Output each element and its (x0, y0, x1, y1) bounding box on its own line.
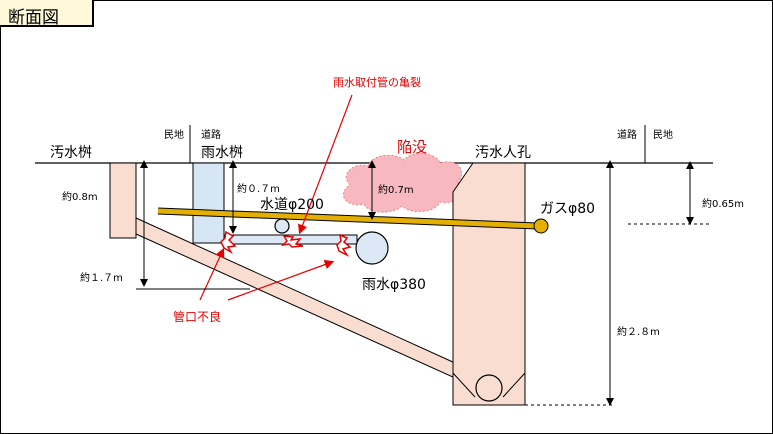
sewage-box-structure (109, 162, 137, 239)
label-gas-pipe: ガスφ80 (540, 201, 595, 217)
crack-marker-right (336, 233, 352, 257)
sinkhole-cloud (343, 153, 463, 213)
label-sewage-manhole: 汚水人孔 (475, 145, 531, 161)
label-water-pipe: 水道φ200 (260, 197, 324, 213)
label-private-land-left: 民地 (164, 128, 184, 141)
label-crack-callout: 雨水取付管の亀裂 (333, 75, 421, 89)
water-pipe (274, 218, 290, 234)
dim-label-0-65: 約0.65m (702, 197, 744, 210)
gas-pipe-end (533, 218, 549, 234)
manhole-bottom-channel (452, 372, 526, 398)
dim-label-0-7-sink: 約0.7m (378, 183, 414, 196)
dim-label-0-8: 約0.8m (62, 190, 98, 203)
label-road-right: 道路 (617, 128, 637, 141)
crack-marker-middle (280, 235, 304, 248)
gas-pipe-fill (157, 208, 539, 229)
dim-label-2-8: 約２.８m (617, 325, 660, 338)
sewage-manhole-structure (452, 162, 526, 406)
dim-label-0-7-left: 約０.７m (237, 182, 280, 195)
dim-label-1-7: 約１.７m (80, 271, 123, 284)
crack-callout-arrow (298, 94, 353, 235)
label-private-land-right: 民地 (653, 128, 673, 141)
crack-marker-left (220, 230, 237, 255)
rain-main-pipe (355, 231, 389, 265)
label-sinkhole: 陥没 (397, 138, 427, 156)
label-rain-box: 雨水桝 (201, 145, 243, 161)
defect-arrow-left (199, 247, 225, 301)
manhole-outlet-pipe (475, 374, 503, 402)
title-box: 断面図 (0, 0, 94, 28)
label-pipe-mouth-defect: 管口不良 (173, 309, 221, 324)
label-sewage-box: 汚水桝 (50, 145, 92, 161)
diagram-title: 断面図 (8, 8, 59, 28)
rain-box-structure (192, 162, 225, 244)
defect-arrow-right (227, 259, 335, 301)
label-rain-pipe: 雨水φ380 (362, 277, 426, 293)
label-road-left: 道路 (201, 128, 221, 141)
